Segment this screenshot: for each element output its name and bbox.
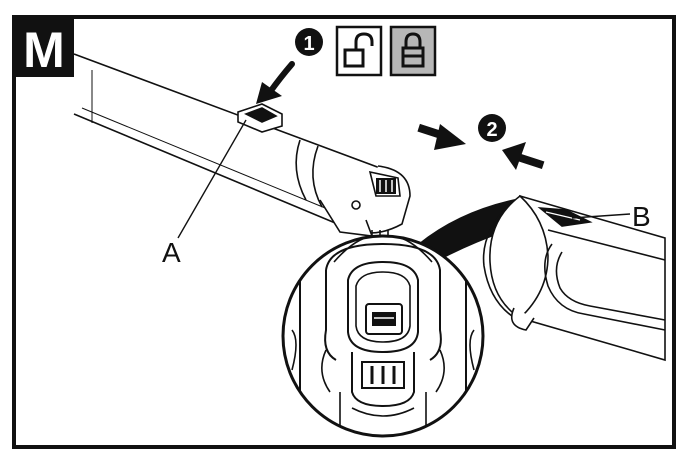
panel-letter-box	[14, 17, 74, 77]
leader-line-a	[177, 119, 247, 239]
panel-letter: M	[23, 22, 65, 78]
unlocked-padlock-icon	[343, 32, 374, 68]
step-one-number: 1	[303, 33, 314, 55]
step-one-badge	[295, 28, 323, 56]
label-a: A	[162, 237, 181, 268]
press-arrow-head	[256, 82, 282, 104]
push-arrows	[417, 123, 545, 170]
label-b: B	[632, 201, 651, 232]
shaft-tube	[73, 52, 411, 237]
step-two-number: 2	[486, 119, 497, 141]
motor-housing	[482, 194, 666, 362]
step-two-badge	[478, 114, 506, 142]
cable-strip	[418, 198, 520, 260]
leader-line-b	[571, 213, 631, 219]
locked-padlock-icon	[401, 32, 425, 68]
